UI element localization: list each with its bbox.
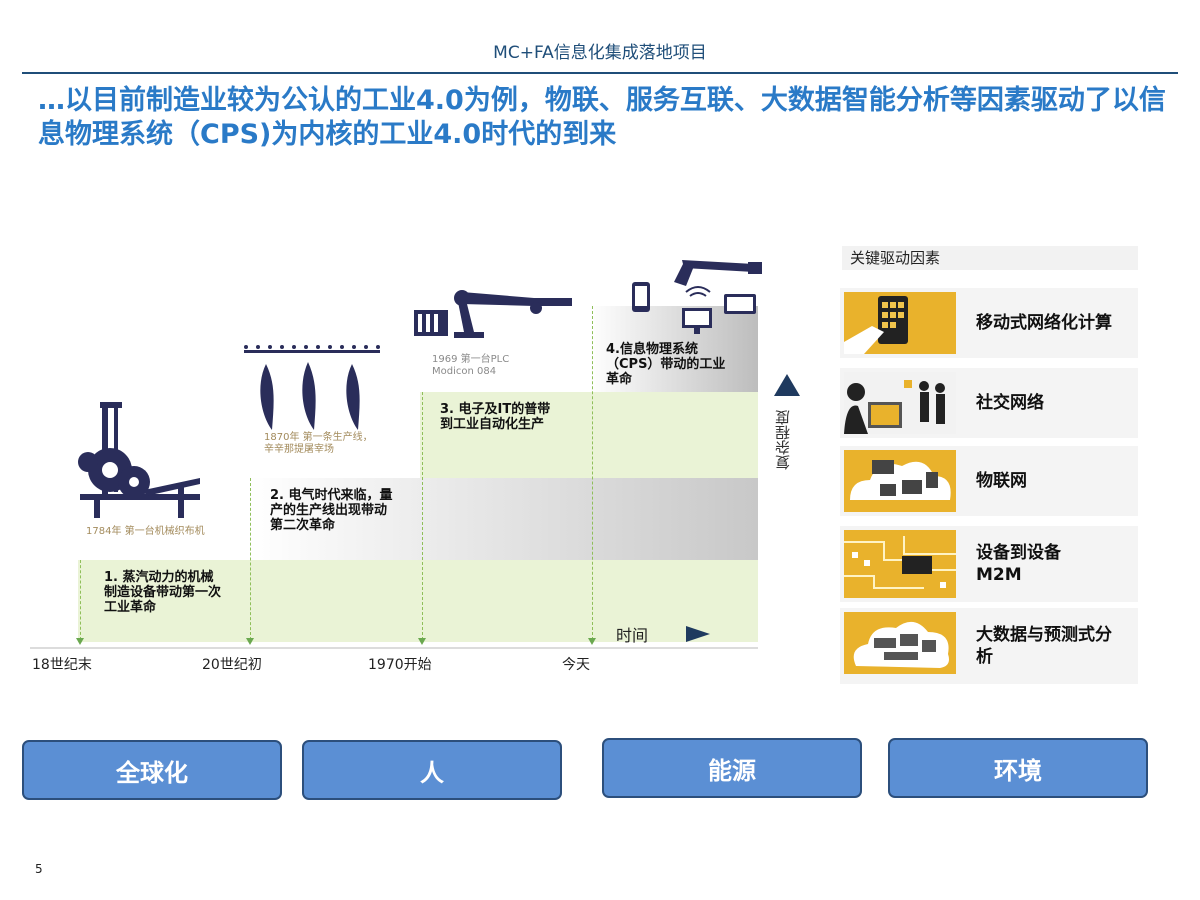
mobile-computing-image [844,292,956,354]
people-button[interactable]: 人 [302,740,562,800]
industry-timeline: 1. 蒸汽动力的机械制造设备带动第一次工业革命 2. 电气时代来临，量产的生产线… [30,250,800,680]
driver-social-network: 社交网络 [840,368,1138,438]
timeline-axis [30,647,758,649]
step-4-label: 4.信息物理系统（CPS）带动的工业革命 [606,342,726,387]
time-axis-label: 时间 [616,626,649,645]
axis-label-1970: 1970开始 [368,657,432,673]
driver-mobile-computing: 移动式网络化计算 [840,288,1138,358]
complexity-up-arrow-icon [774,374,800,396]
driver-label: 物联网 [976,471,1027,491]
cps-devices-illustration [632,260,762,334]
header-divider [22,72,1178,74]
step-1-label: 1. 蒸汽动力的机械制造设备带动第一次工业革命 [104,570,222,615]
m2m-chip-image [844,530,956,598]
caption-plc: 1969 第一台PLC Modicon 084 [432,354,510,377]
social-network-image [844,372,956,434]
driver-label: 社交网络 [976,393,1044,413]
energy-button[interactable]: 能源 [602,738,862,798]
axis-label-20th-century: 20世纪初 [202,657,262,673]
axis-label-18th-century: 18世纪末 [32,657,92,673]
header-title: MC+FA信息化集成落地项目 [493,43,707,63]
production-line-illustration [244,345,380,430]
time-right-arrow-icon [686,626,710,642]
step-2-label: 2. 电气时代来临，量产的生产线出现带动第二次革命 [270,488,393,533]
band-step-3 [420,392,758,478]
robot-arm-illustration [414,290,572,338]
drivers-title: 关键驱动因素 [842,246,1138,270]
step-3-label: 3. 电子及IT的普带到工业自动化生产 [440,402,551,432]
complexity-label: 复杂程度 [774,410,792,470]
slide-headline: …以目前制造业较为公认的工业4.0为例，物联、服务互联、大数据智能分析等因素驱动… [38,85,1166,150]
driver-label: 移动式网络化计算 [976,313,1112,333]
driver-iot: 物联网 [840,446,1138,516]
driver-m2m: 设备到设备 M2M [840,526,1138,602]
axis-label-today: 今天 [562,657,590,673]
iot-image [844,450,956,512]
big-data-cloud-image [844,612,956,674]
page-number: 5 [35,862,43,876]
driver-big-data: 大数据与预测式分析 [840,608,1138,684]
caption-production-line: 1870年 第一条生产线，辛辛那提屠宰场 [264,432,373,455]
band-step-2 [248,478,758,560]
band-step-4 [590,306,758,392]
environment-button[interactable]: 环境 [888,738,1148,798]
band-step-1 [78,560,758,642]
caption-loom: 1784年 第一台机械织布机 [86,526,205,537]
globalization-button[interactable]: 全球化 [22,740,282,800]
loom-machine-illustration [78,402,200,518]
driver-label: 设备到设备 M2M [976,543,1061,585]
driver-label: 大数据与预测式分析 [976,625,1112,667]
